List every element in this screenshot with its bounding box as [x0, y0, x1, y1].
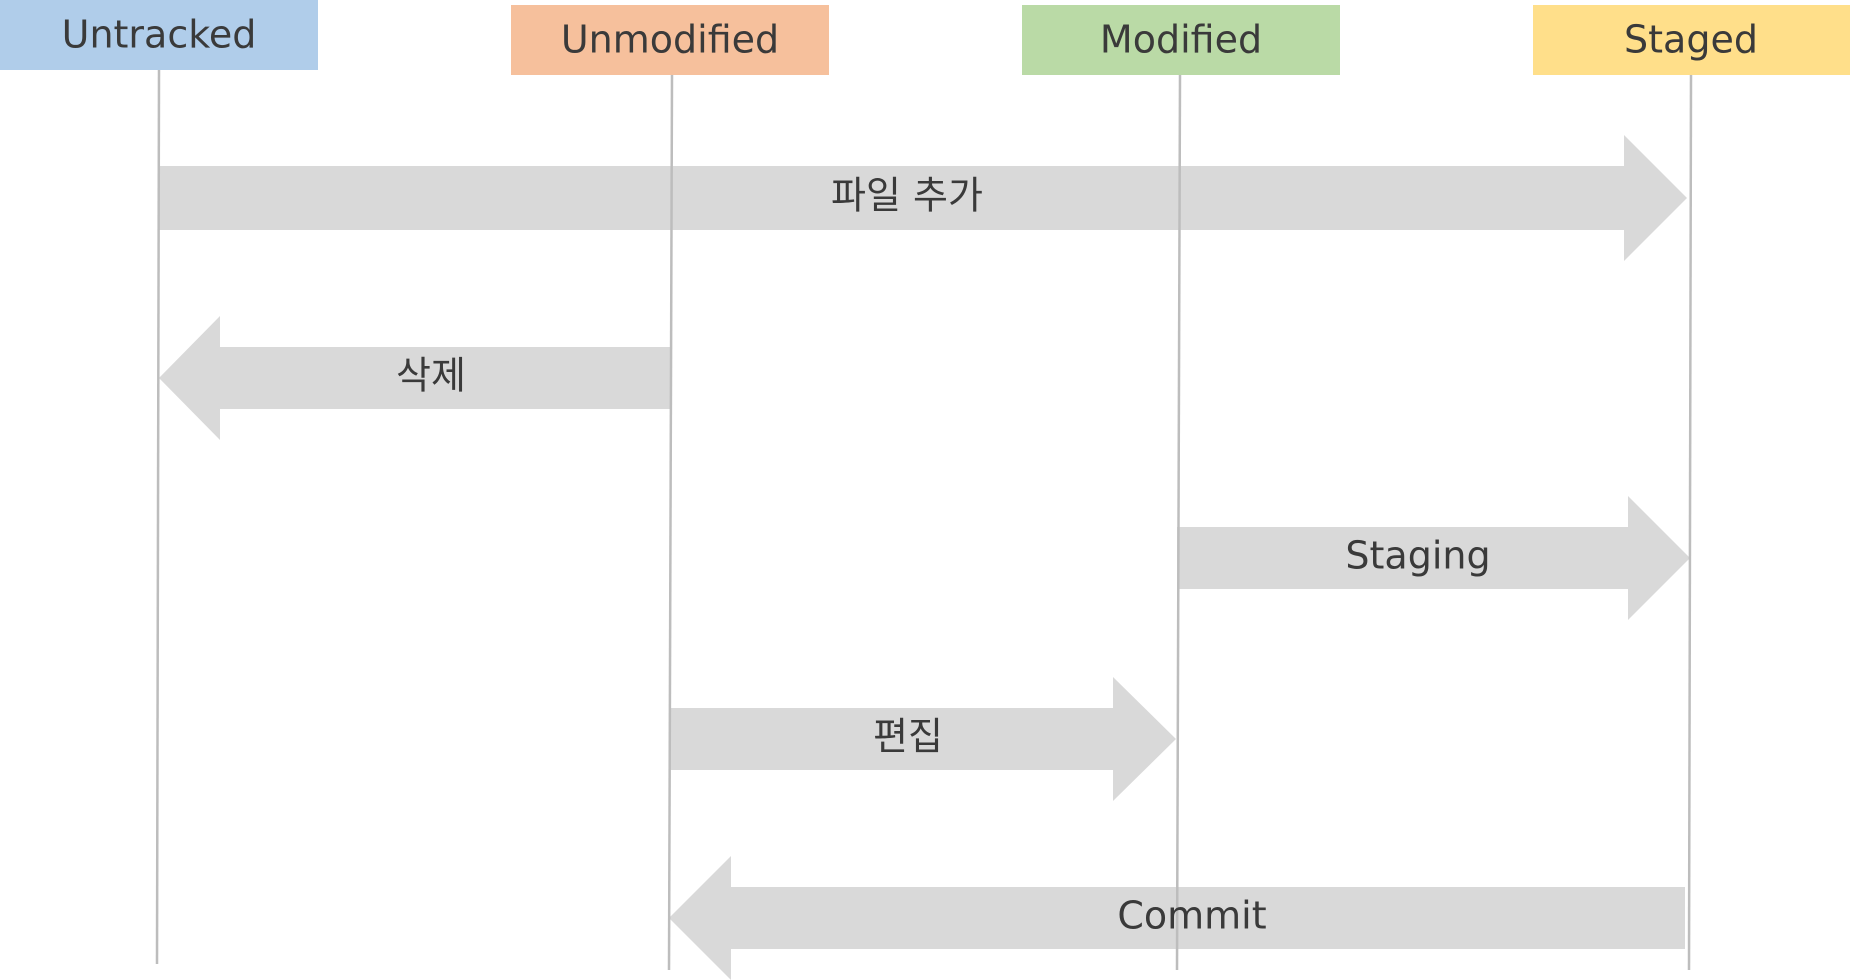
state-untracked: Untracked — [0, 0, 318, 70]
arrow-delete — [159, 316, 671, 440]
state-untracked-box — [0, 0, 318, 70]
state-untracked-label: Untracked — [62, 13, 257, 57]
arrow-commit-label: Commit — [1117, 894, 1266, 938]
state-unmodified-box — [511, 5, 829, 75]
lifeline-staged — [1687, 74, 1693, 971]
arrow-edit — [670, 677, 1176, 801]
state-staged: Staged — [1533, 5, 1850, 75]
lifeline-untracked — [155, 69, 161, 965]
arrow-staging — [1177, 496, 1690, 620]
arrow-delete-label: 삭제 — [396, 354, 466, 398]
state-unmodified: Unmodified — [511, 5, 829, 75]
arrow-staging-label: Staging — [1345, 534, 1490, 578]
state-modified-box — [1022, 5, 1340, 75]
arrow-edit-label: 편집 — [873, 715, 943, 759]
lifeline-unmodified — [667, 74, 674, 971]
state-staged-box — [1533, 5, 1850, 75]
lifeline-modified — [1175, 74, 1182, 971]
state-staged-label: Staged — [1624, 18, 1758, 62]
state-modified-label: Modified — [1100, 18, 1262, 62]
state-unmodified-label: Unmodified — [561, 18, 779, 62]
state-modified: Modified — [1022, 5, 1340, 75]
arrow-add-file — [158, 135, 1687, 261]
arrow-add-file-label: 파일 추가 — [831, 174, 983, 218]
